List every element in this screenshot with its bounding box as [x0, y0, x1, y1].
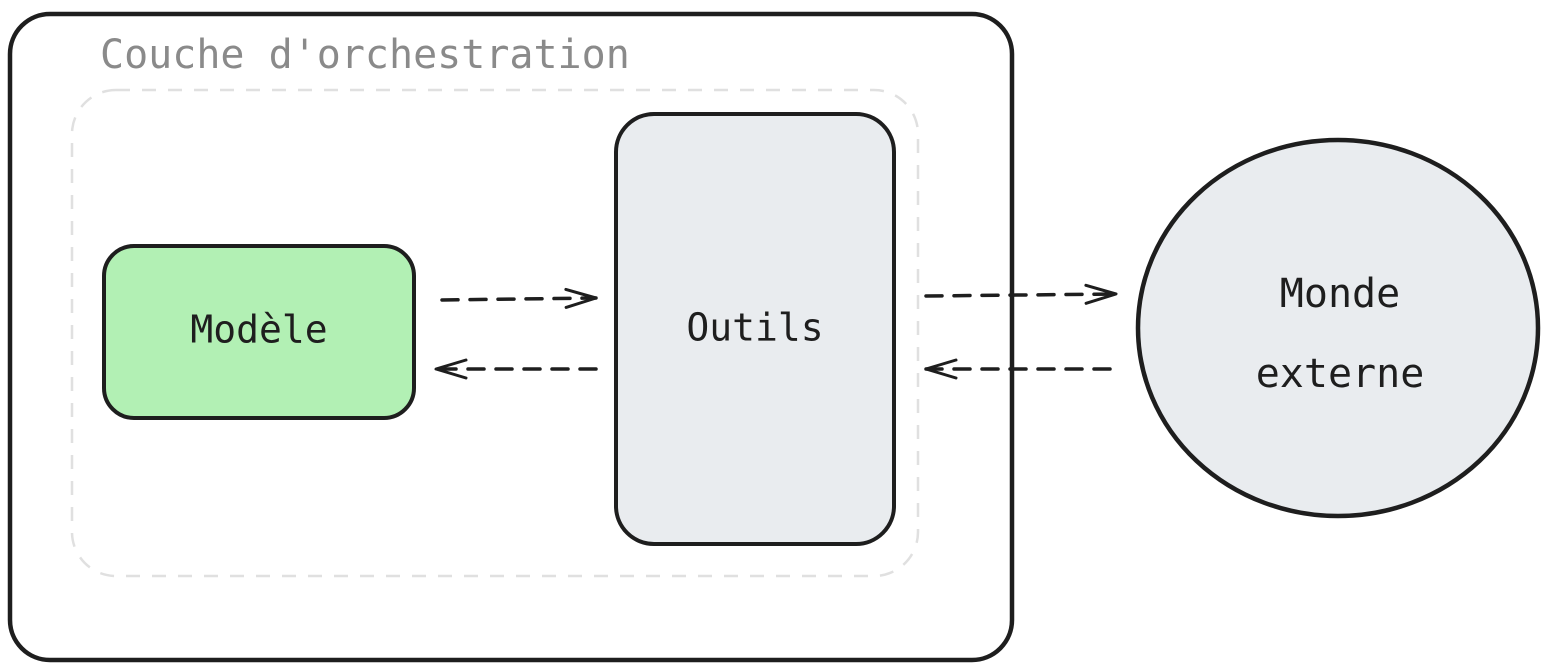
model-label: Modèle: [190, 308, 327, 352]
arrow-tools-to-world: [924, 283, 1118, 305]
tools-label: Outils: [686, 306, 823, 350]
arrow-model-to-tools: [440, 287, 598, 309]
tools-node: Outils: [614, 112, 896, 546]
external-world-label-line2: externe: [1256, 351, 1425, 397]
model-node: Modèle: [102, 244, 416, 420]
external-world-label-line1: Monde: [1280, 271, 1400, 317]
orchestration-layer-title: Couche d'orchestration: [100, 32, 630, 78]
inner-dashed-boundary: [70, 88, 920, 578]
model-box: [102, 244, 416, 420]
tools-box: [614, 112, 896, 546]
external-world-node: Monde externe: [1135, 137, 1541, 519]
external-world-circle: [1135, 137, 1541, 519]
